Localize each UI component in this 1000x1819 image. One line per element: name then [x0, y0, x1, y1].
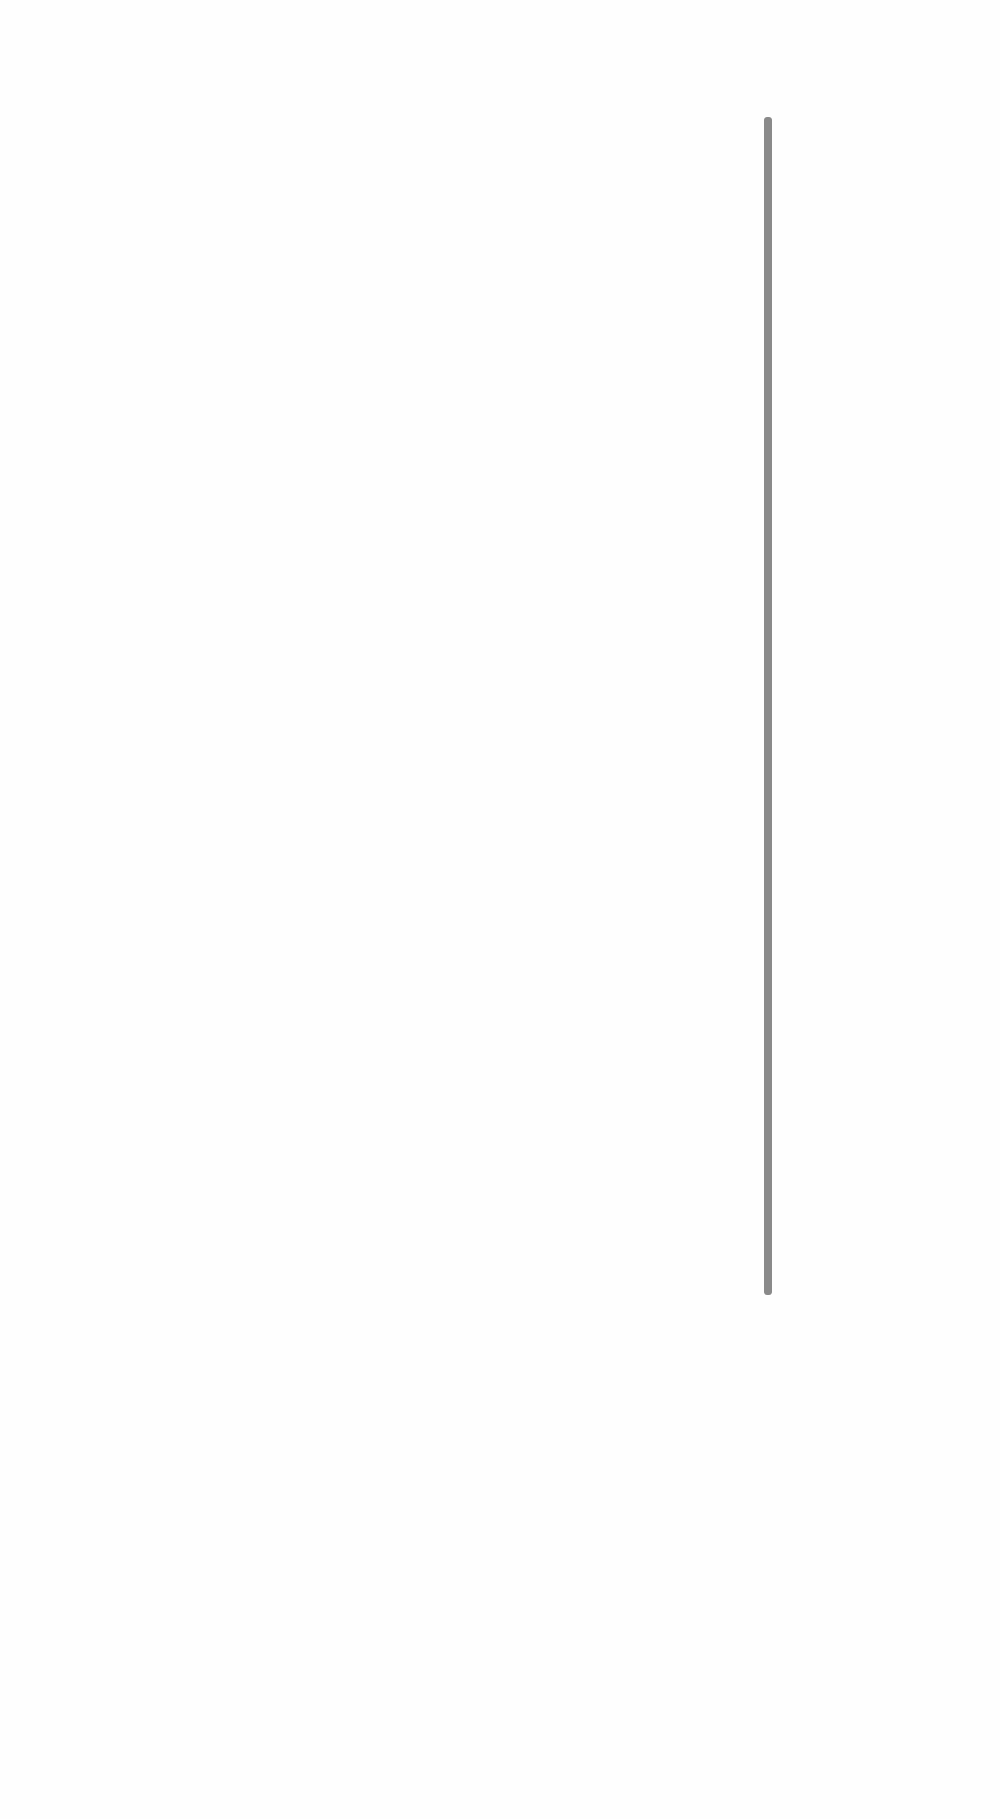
- vertical-divider-handle[interactable]: [764, 117, 772, 1295]
